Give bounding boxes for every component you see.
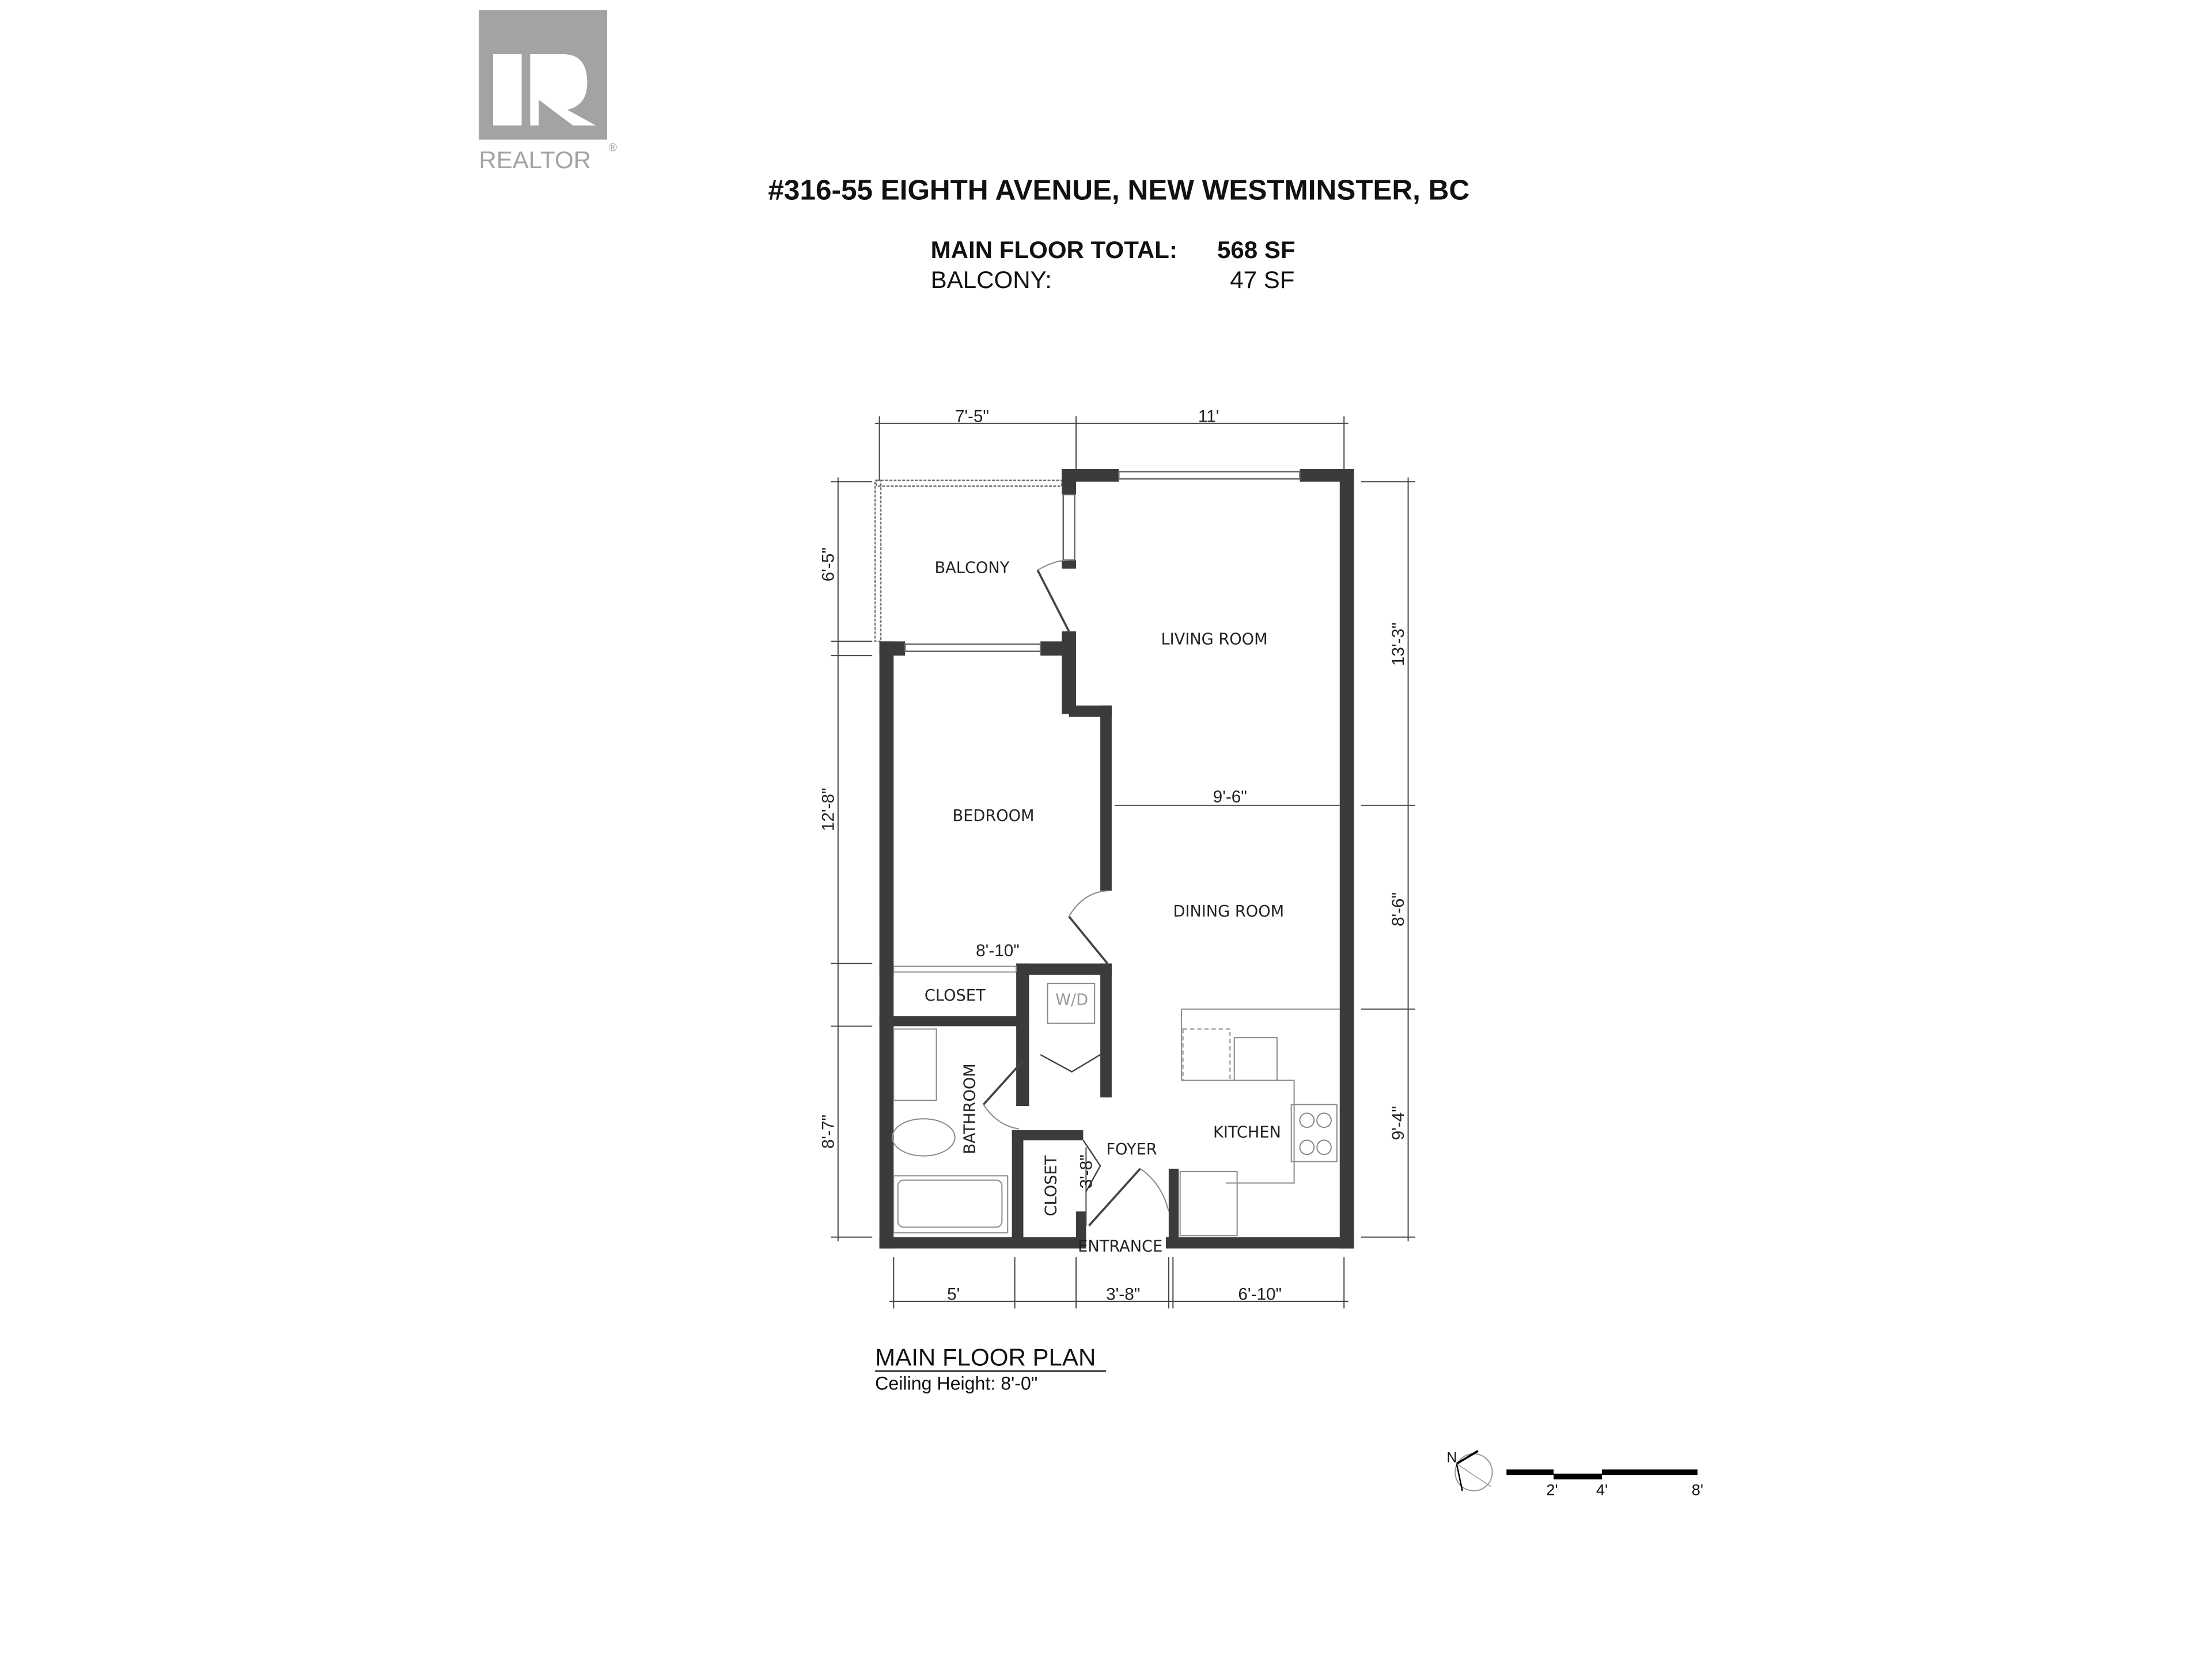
room-closet-2: CLOSET	[1042, 1155, 1060, 1216]
dim-left-balcony: 6'-5"	[819, 547, 838, 581]
dim-bottom-kitchen: 6'-10"	[1238, 1285, 1282, 1304]
plan-title: MAIN FLOOR PLAN	[875, 1343, 1096, 1370]
doors	[982, 559, 1169, 1227]
dim-bedroom-width: 8'-10"	[976, 941, 1020, 960]
room-balcony: BALCONY	[935, 559, 1010, 577]
realtor-logo: REALTOR ®	[479, 10, 617, 173]
dim-right-living: 13'-3"	[1389, 623, 1408, 666]
dim-top-right: 11'	[1198, 407, 1219, 426]
scale-label-8: 8'	[1692, 1480, 1703, 1498]
north-label: N	[1446, 1450, 1457, 1466]
dim-bottom-entrance: 3'-8"	[1106, 1285, 1140, 1304]
ceiling-height: Ceiling Height: 8'-0"	[875, 1373, 1037, 1393]
dim-right-kitchen: 9'-4"	[1389, 1106, 1408, 1140]
fixtures	[891, 983, 1340, 1237]
scale-bar: 2' 4' 8'	[1506, 1469, 1703, 1498]
dim-left-bath: 8'-7"	[819, 1115, 838, 1149]
balcony-value: 47 SF	[1230, 266, 1294, 293]
dim-bottom-bath: 5'	[947, 1285, 960, 1304]
dim-right-dining: 8'-6"	[1389, 892, 1408, 926]
walls	[879, 469, 1354, 1249]
room-living: LIVING ROOM	[1161, 630, 1267, 648]
svg-text:®: ®	[608, 141, 617, 154]
scale-label-4: 4'	[1596, 1480, 1608, 1498]
room-bathroom: BATHROOM	[961, 1063, 979, 1154]
main-floor-label: MAIN FLOOR TOTAL:	[931, 236, 1177, 263]
room-dining: DINING ROOM	[1173, 903, 1284, 921]
room-bedroom: BEDROOM	[953, 807, 1035, 825]
dim-living-width: 9'-6"	[1213, 787, 1247, 806]
dim-left-bedroom: 12'-8"	[819, 788, 838, 832]
dim-foyer-width: 3'-8"	[1077, 1154, 1096, 1188]
dimension-lines	[831, 416, 1415, 1309]
main-floor-value: 568 SF	[1217, 236, 1296, 263]
windows	[893, 471, 1301, 973]
north-arrow-icon: N	[1446, 1450, 1493, 1492]
room-wd: W/D	[1055, 991, 1088, 1009]
room-entrance: ENTRANCE	[1078, 1237, 1162, 1255]
scale-label-2: 2'	[1546, 1480, 1558, 1498]
logo-text: REALTOR	[479, 146, 591, 173]
room-kitchen: KITCHEN	[1213, 1123, 1281, 1141]
balcony-label: BALCONY:	[931, 266, 1052, 293]
room-foyer: FOYER	[1106, 1141, 1157, 1158]
address-title: #316-55 EIGHTH AVENUE, NEW WESTMINSTER, …	[768, 174, 1469, 206]
room-closet-1: CLOSET	[925, 987, 986, 1005]
dim-top-left: 7'-5"	[955, 407, 989, 426]
